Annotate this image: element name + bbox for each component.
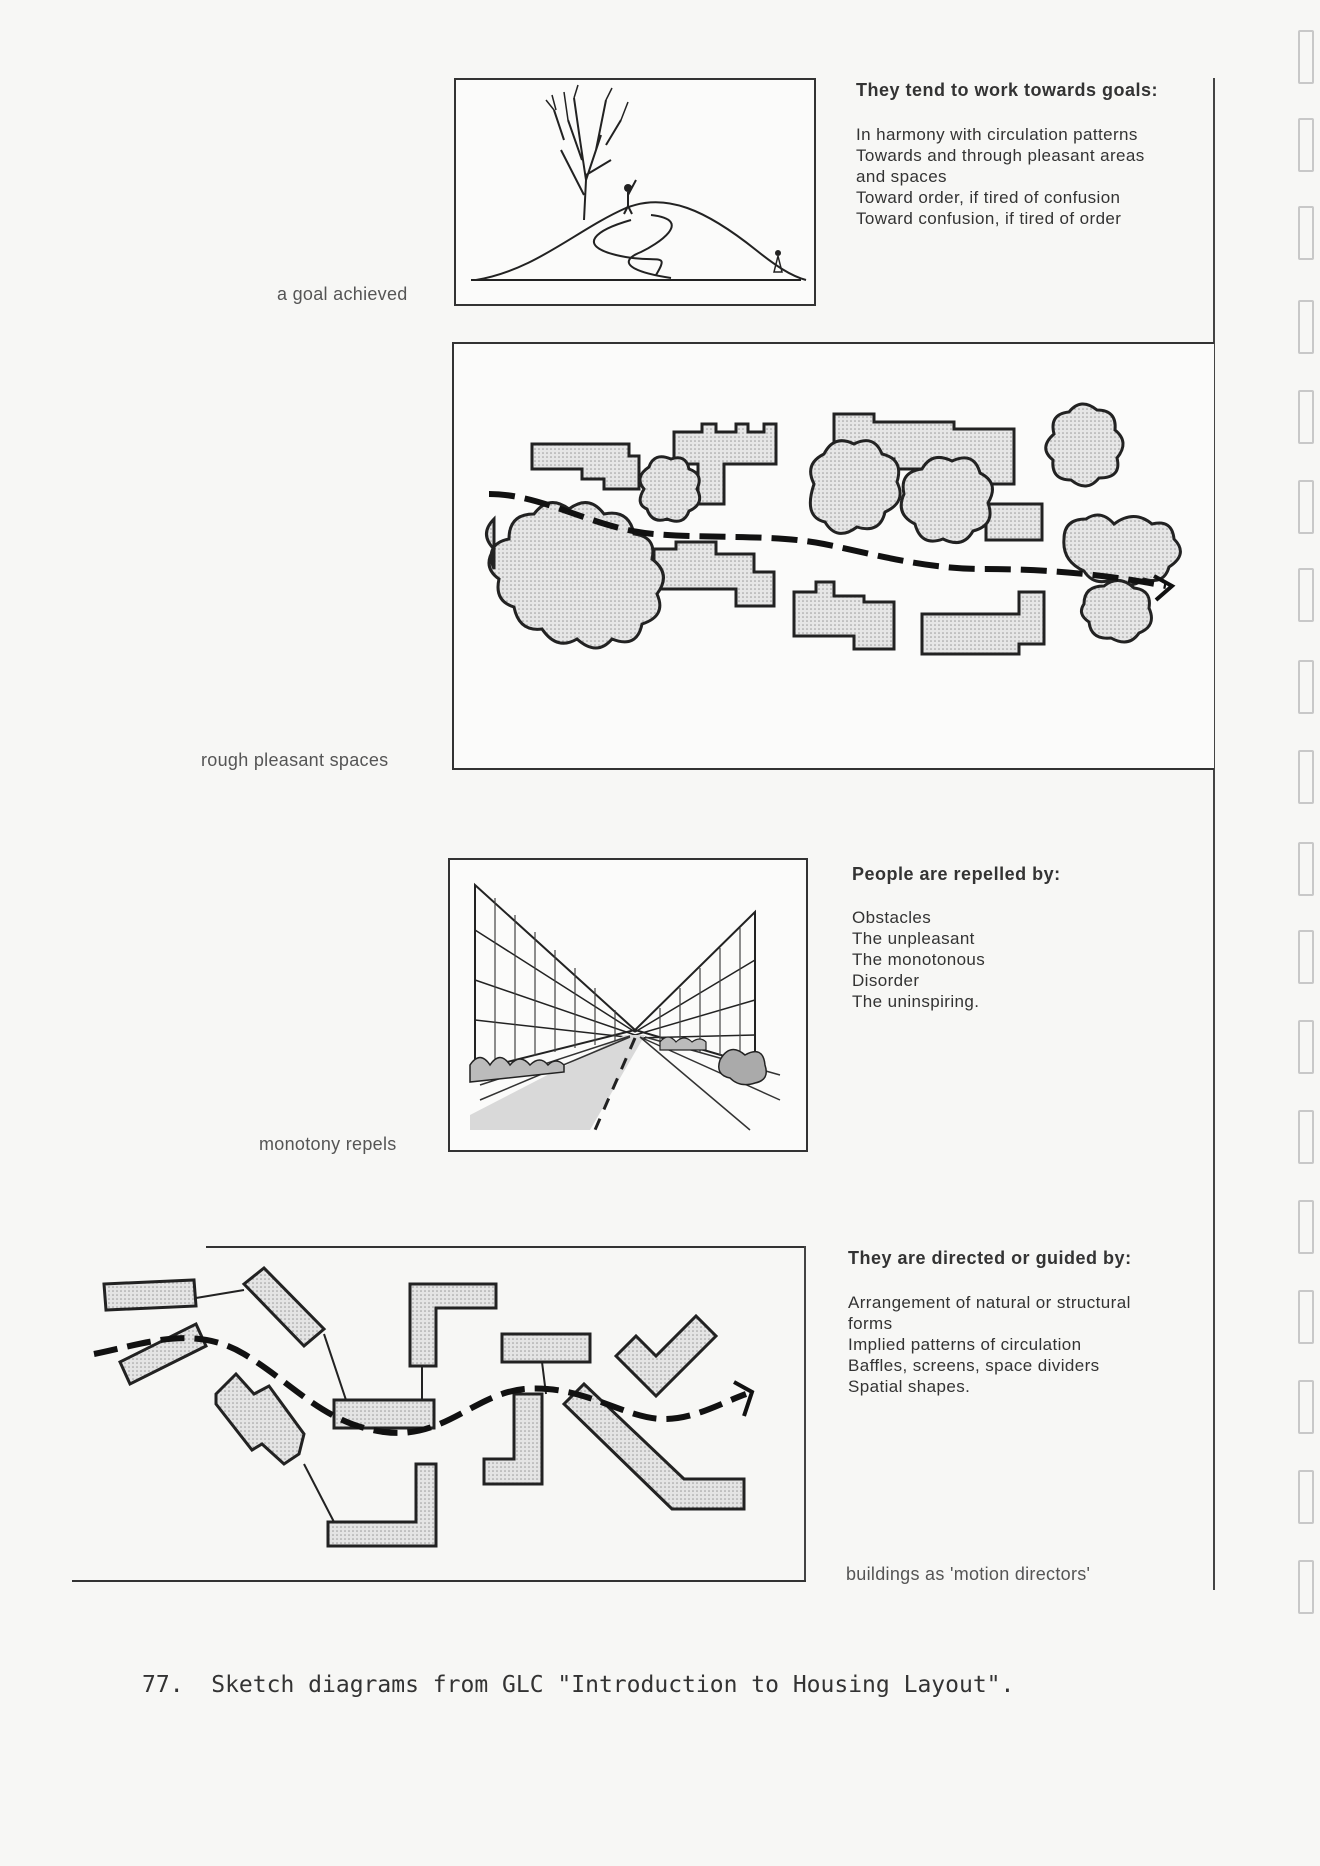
guided-line: Baffles, screens, space dividers bbox=[848, 1356, 1100, 1375]
goals-heading: They tend to work towards goals: bbox=[856, 80, 1159, 100]
guided-line: Spatial shapes. bbox=[848, 1377, 971, 1396]
buildings-guiding-sketch bbox=[93, 1265, 755, 1548]
repelled-line: The unpleasant bbox=[852, 929, 975, 948]
goals-line: Towards and through pleasant areas bbox=[856, 146, 1145, 165]
pleasant-spaces-caption: rough pleasant spaces bbox=[201, 750, 389, 770]
guided-line: forms bbox=[848, 1314, 893, 1333]
goals-line: and spaces bbox=[856, 167, 947, 186]
repelled-line: The uninspiring. bbox=[852, 992, 980, 1011]
tree-on-hill-sketch bbox=[471, 84, 807, 281]
goals-list: In harmony with circulation patterns Tow… bbox=[856, 124, 1145, 229]
repelled-line: Obstacles bbox=[852, 908, 932, 927]
goals-line: Toward confusion, if tired of order bbox=[856, 209, 1122, 228]
guided-list: Arrangement of natural or structural for… bbox=[848, 1292, 1131, 1397]
guided-heading: They are directed or guided by: bbox=[848, 1248, 1132, 1268]
circulation-plan-sketch bbox=[485, 402, 1182, 656]
figure-footnote: 77. Sketch diagrams from GLC "Introducti… bbox=[142, 1672, 1015, 1698]
street-perspective-sketch bbox=[469, 882, 781, 1131]
guided-line: Implied patterns of circulation bbox=[848, 1335, 1082, 1354]
repelled-heading: People are repelled by: bbox=[852, 864, 1061, 884]
goals-line: Toward order, if tired of confusion bbox=[856, 188, 1121, 207]
repelled-line: Disorder bbox=[852, 971, 920, 990]
goals-line: In harmony with circulation patterns bbox=[856, 125, 1138, 144]
pleasant-spaces-frame bbox=[452, 342, 1214, 770]
guided-line: Arrangement of natural or structural bbox=[848, 1293, 1131, 1312]
monotony-caption: monotony repels bbox=[259, 1134, 397, 1154]
right-margin-rule bbox=[1213, 78, 1215, 1590]
goal-sketch-frame bbox=[454, 78, 816, 306]
repelled-list: Obstacles The unpleasant The monotonous … bbox=[852, 907, 985, 1012]
monotony-sketch-frame bbox=[448, 858, 808, 1152]
goal-caption: a goal achieved bbox=[277, 284, 408, 304]
motion-directors-caption: buildings as 'motion directors' bbox=[846, 1564, 1091, 1584]
repelled-line: The monotonous bbox=[852, 950, 986, 969]
